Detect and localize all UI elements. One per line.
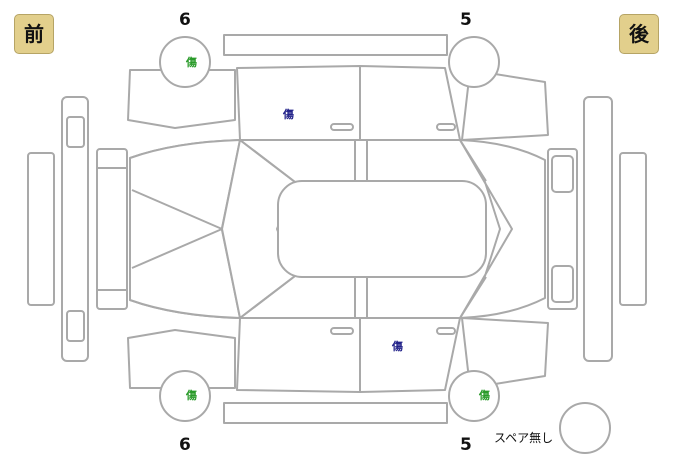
front-fender-top [127,69,236,129]
front-light-bottom [66,310,85,342]
rear-fender-top [461,69,549,141]
front-top-wheel [159,36,211,88]
rear-bottom-wheel [448,370,500,422]
rear-light-top [551,155,574,193]
top-side-sill [223,34,448,56]
damage-mark-front-bottom-tire: 傷 [186,389,197,402]
rear-badge: 後 [619,14,659,54]
damage-mark-front-top-tire: 傷 [186,56,197,69]
front-door-handle-bottom [330,327,354,335]
front-bumper [27,152,55,306]
front-fender-bottom [127,329,236,389]
rear-bottom-tire-depth: 5 [460,435,472,455]
front-bottom-wheel [159,370,211,422]
rear-bumper-corners [583,96,613,362]
front-grille [96,148,128,310]
rear-top-tire-depth: 5 [460,10,472,30]
rear-light-bottom [551,265,574,303]
spare-tire [559,402,611,454]
rear-window [459,139,513,319]
front-badge: 前 [14,14,54,54]
front-bottom-tire-depth: 6 [179,435,191,455]
rear-door-handle-bottom [436,327,456,335]
rear-top-wheel [448,36,500,88]
front-light-top [66,116,85,148]
roof [277,180,487,278]
bottom-side-sill [223,402,448,424]
rear-door-handle-top [436,123,456,131]
front-door-handle-top [330,123,354,131]
damage-mark-rear-door-bottom: 傷 [392,340,403,353]
rear-bumper [619,152,647,306]
rear-fender-bottom [461,317,549,389]
spare-tire-label: スペア無し [494,431,554,445]
front-bumper-corners [61,96,89,362]
front-top-tire-depth: 6 [179,10,191,30]
damage-mark-rear-bottom-tire: 傷 [479,389,490,402]
damage-mark-front-door-top: 傷 [283,108,294,121]
